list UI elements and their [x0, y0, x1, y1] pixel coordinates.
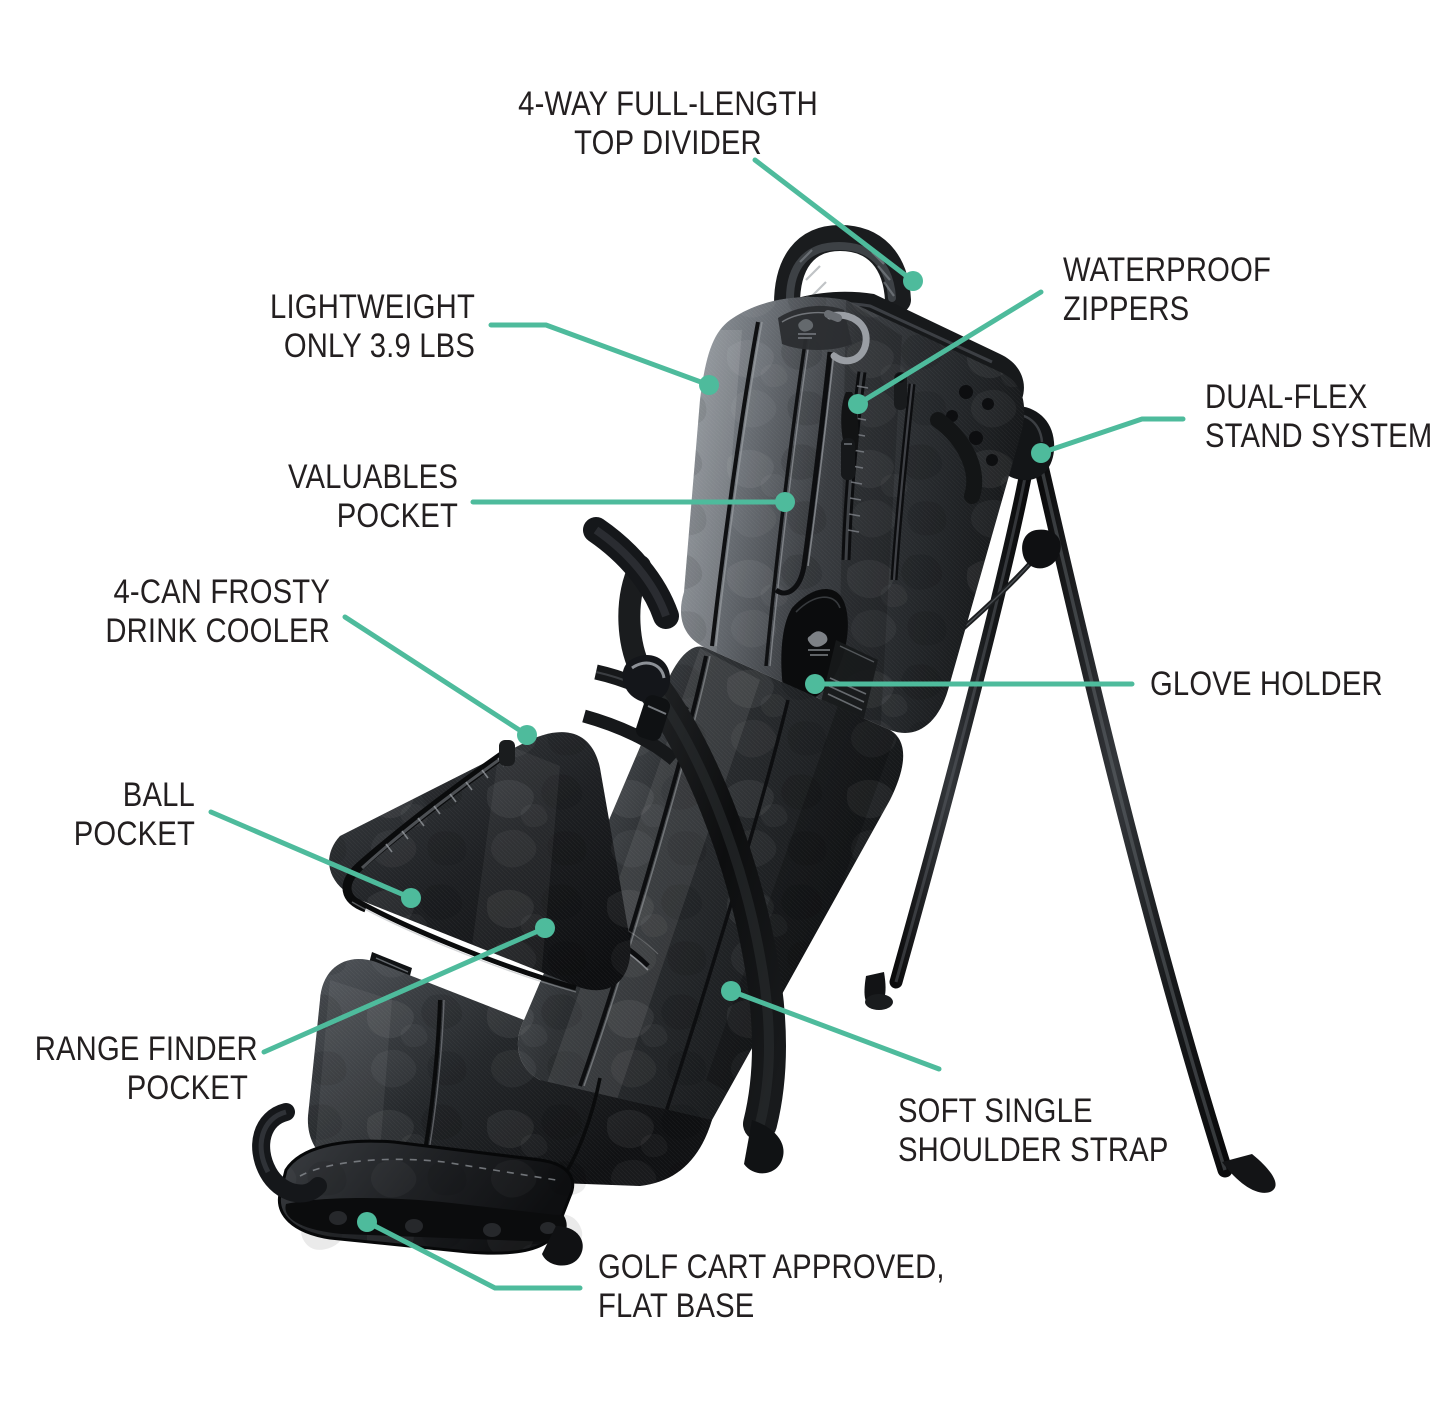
callout-label-flat-base: GOLF CART APPROVED,FLAT BASE [598, 1248, 945, 1327]
callout-line-1: DUAL-FLEX [1205, 378, 1368, 416]
callout-line-2: SHOULDER STRAP [898, 1131, 1169, 1170]
callout-line-1: VALUABLES [287, 458, 458, 496]
callout-line-1: LIGHTWEIGHT [270, 288, 475, 326]
callout-line-2: ONLY 3.9 LBS [283, 327, 475, 366]
callout-line-1: WATERPROOF [1063, 251, 1272, 289]
callout-line-2: POCKET [73, 815, 195, 854]
callout-line-2: POCKET [126, 1069, 248, 1108]
strap-clip-hardware [622, 654, 671, 741]
callout-line-1: 4-CAN FROSTY [113, 573, 331, 611]
callout-line-1: GOLF CART APPROVED, [598, 1248, 945, 1286]
base-carry-loop [252, 1103, 327, 1203]
callout-line-1: RANGE FINDER [34, 1030, 258, 1068]
callout-label-glove-holder: GLOVE HOLDER [1150, 665, 1383, 704]
callout-line-2: ZIPPERS [1063, 290, 1190, 329]
callout-line-2: DRINK COOLER [105, 612, 330, 651]
callout-line-2: STAND SYSTEM [1205, 417, 1433, 456]
callout-line-2: TOP DIVIDER [574, 124, 762, 163]
callout-line-2: POCKET [336, 497, 458, 536]
callout-line-2: FLAT BASE [598, 1287, 755, 1326]
callout-line-1: SOFT SINGLE [898, 1092, 1093, 1130]
callout-line-1: 4-WAY FULL-LENGTH [518, 85, 818, 123]
callout-line-1: BALL [122, 776, 195, 814]
callout-line-1: GLOVE HOLDER [1150, 665, 1383, 703]
valuables-pocket-detail [774, 351, 835, 596]
